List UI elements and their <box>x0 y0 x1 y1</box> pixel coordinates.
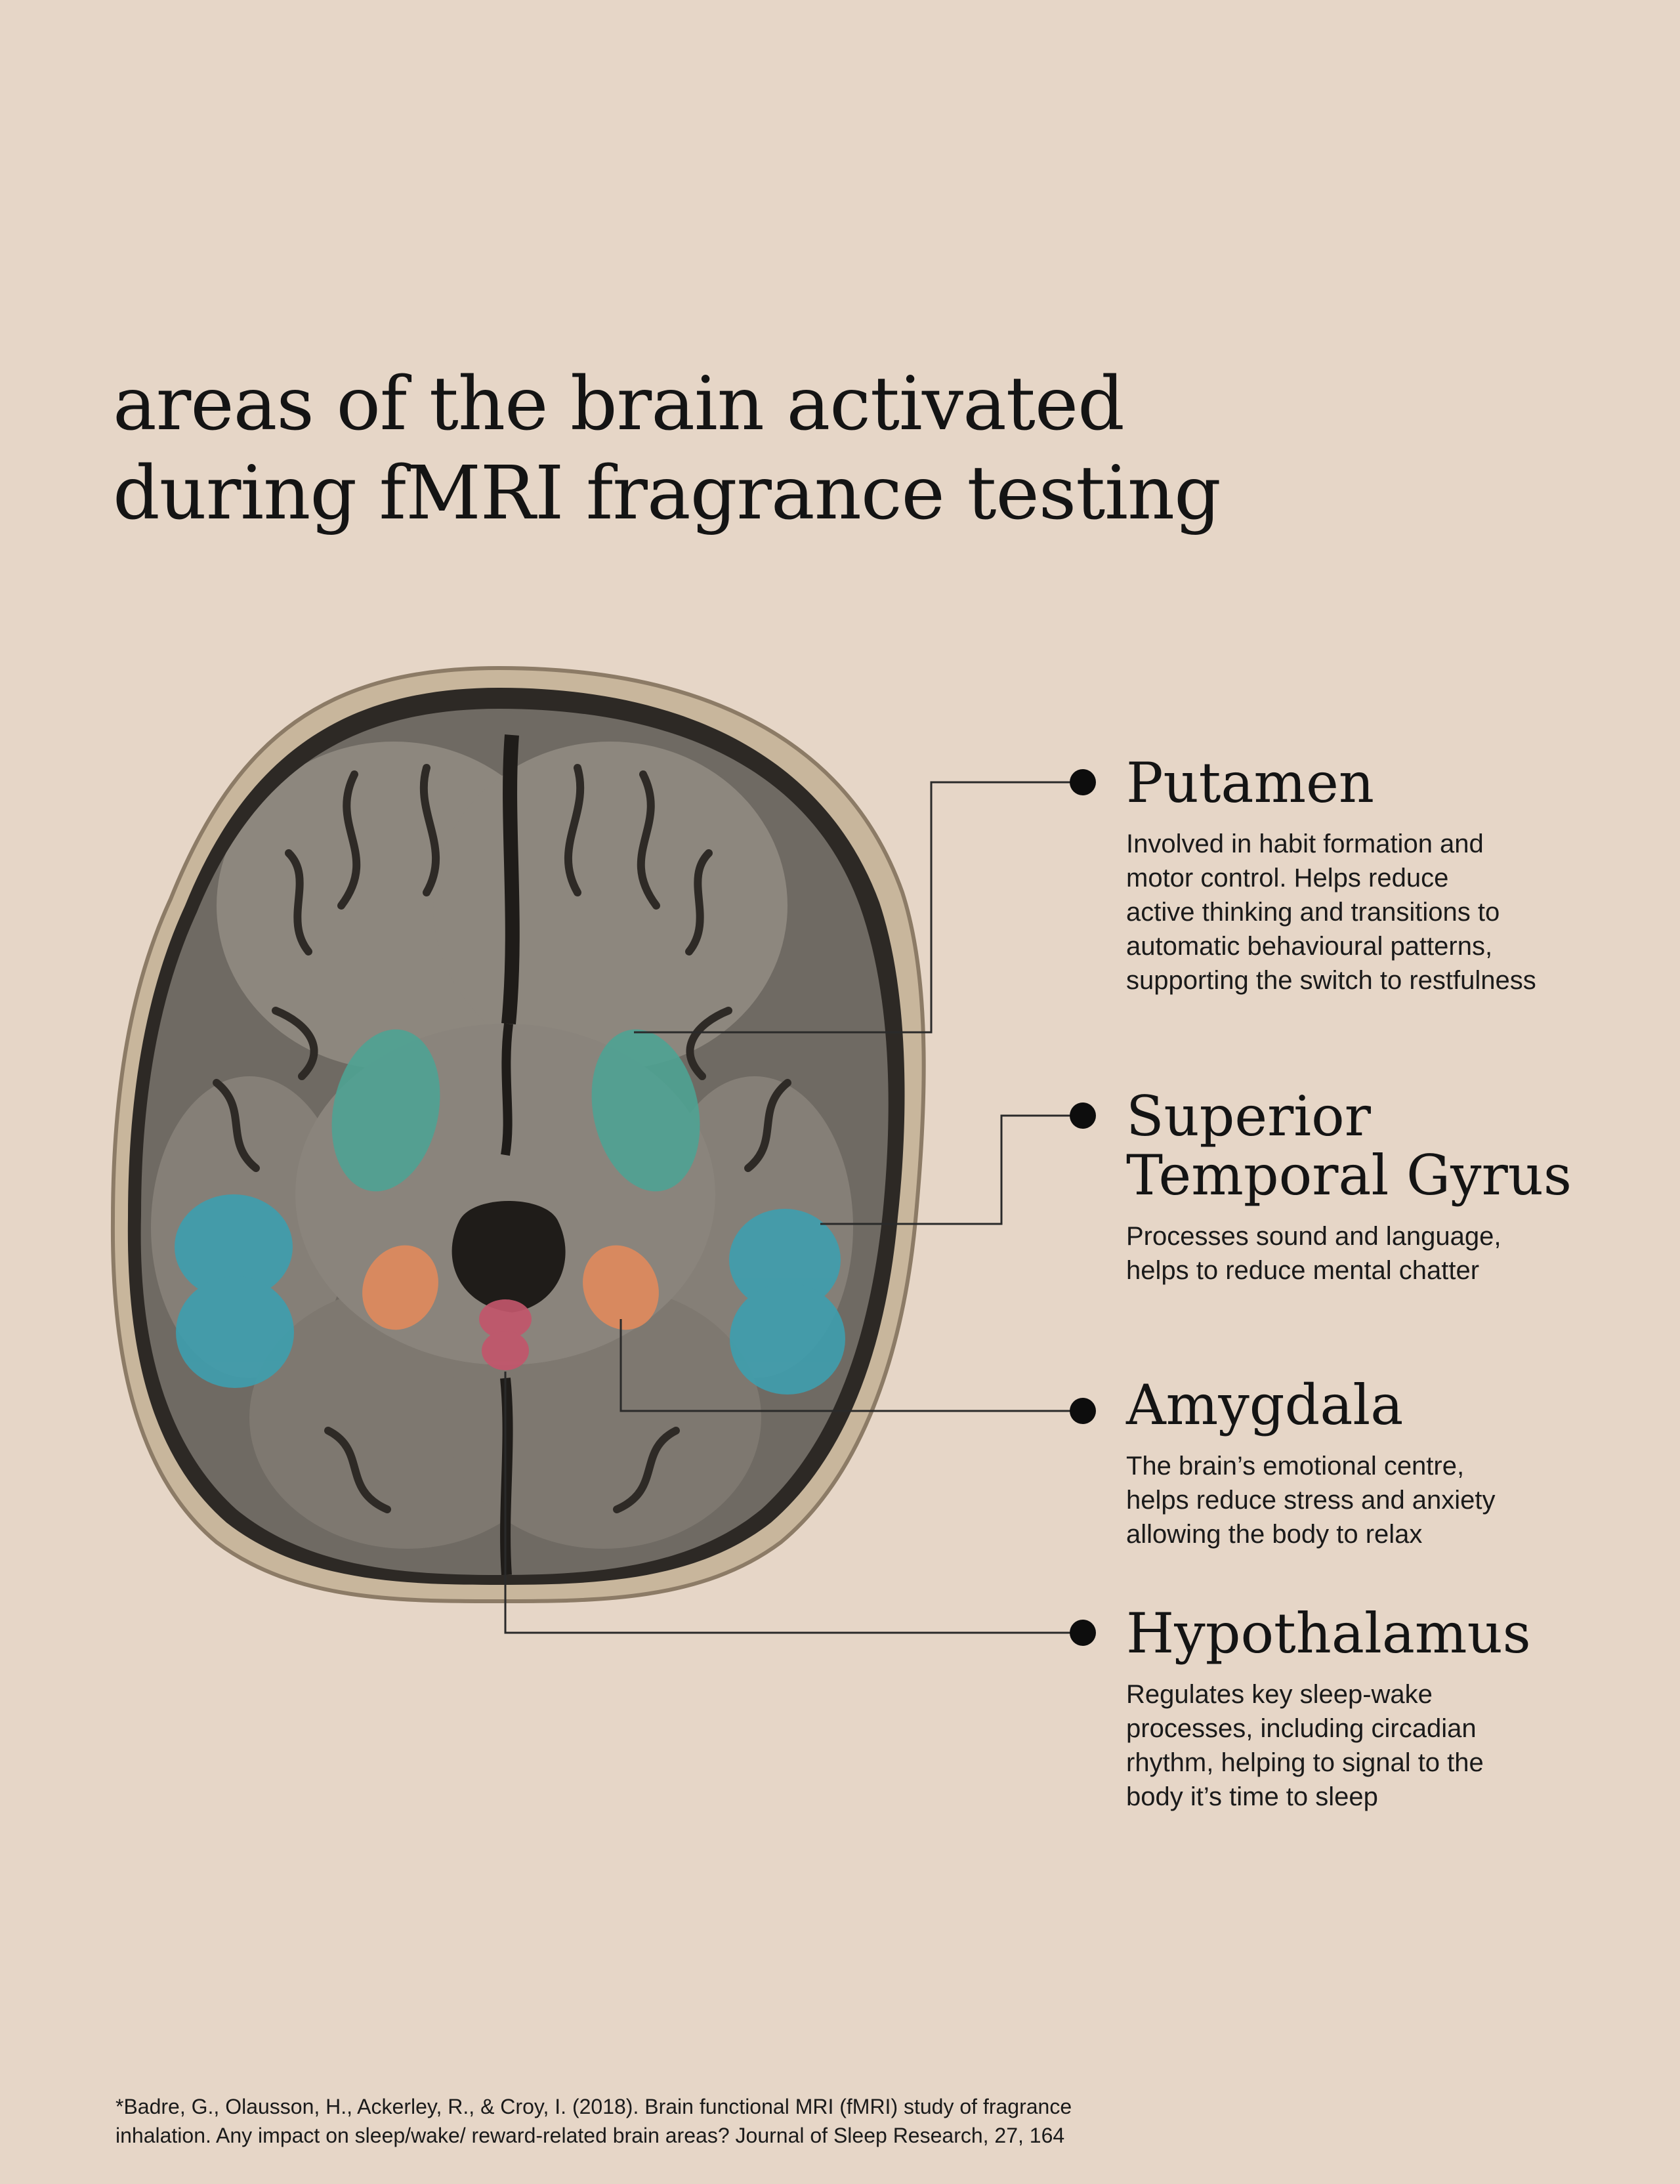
citation-footnote: *Badre, G., Olausson, H., Ackerley, R., … <box>116 2095 1072 2147</box>
region-name: Amygdala <box>1126 1373 1404 1437</box>
putamen-left <box>331 1029 440 1192</box>
putamen-dot <box>1070 769 1096 795</box>
hypothalamus-upper <box>479 1299 532 1339</box>
putamen-right <box>591 1029 700 1192</box>
putamen-regions <box>331 1029 700 1192</box>
superior-temporal-gyrus-regions <box>175 1194 845 1395</box>
amygdala-right <box>583 1245 659 1330</box>
region-description: Processes sound and language, helps to r… <box>1126 1222 1502 1285</box>
hypothalamus-leader-line <box>504 1372 1083 1634</box>
page-title: areas of the brain activated during fMRI… <box>113 360 1557 538</box>
stg-right-upper <box>729 1209 841 1311</box>
amygdala-left <box>362 1245 438 1330</box>
amygdala-leader-line <box>620 1319 1083 1412</box>
region-description: The brain’s emotional centre, helps redu… <box>1126 1452 1496 1549</box>
putamen-leader-line <box>634 781 1083 1034</box>
stg-right-lower <box>730 1283 845 1395</box>
stg-left-lower <box>176 1276 294 1388</box>
amygdala-regions <box>362 1245 659 1330</box>
region-name: Putamen <box>1126 751 1374 815</box>
region-name: Hypothalamus <box>1126 1601 1531 1666</box>
stg-left-upper <box>175 1194 293 1299</box>
title-line-1: areas of the brain activated <box>113 362 1125 447</box>
stg-leader-line <box>820 1114 1083 1225</box>
label-hypothalamus: Hypothalamus Regulates key sleep-wake pr… <box>1126 1604 1625 1814</box>
region-name: Superior Temporal Gyrus <box>1126 1084 1572 1208</box>
title-line-2: during fMRI fragrance testing <box>113 451 1221 536</box>
hypothalamus-dot <box>1070 1620 1096 1646</box>
label-superior-temporal-gyrus: Superior Temporal Gyrus Processes sound … <box>1126 1087 1625 1288</box>
hypothalamus-lower <box>482 1331 529 1370</box>
amygdala-dot <box>1070 1398 1096 1424</box>
label-putamen: Putamen Involved in habit formation and … <box>1126 753 1625 998</box>
region-description: Regulates key sleep-wake processes, incl… <box>1126 1680 1484 1811</box>
brain-tissue <box>140 709 889 1575</box>
stg-dot <box>1070 1102 1096 1129</box>
hypothalamus-region <box>479 1299 532 1370</box>
region-description: Involved in habit formation and motor co… <box>1126 830 1536 995</box>
label-amygdala: Amygdala The brain’s emotional centre, h… <box>1126 1376 1625 1551</box>
